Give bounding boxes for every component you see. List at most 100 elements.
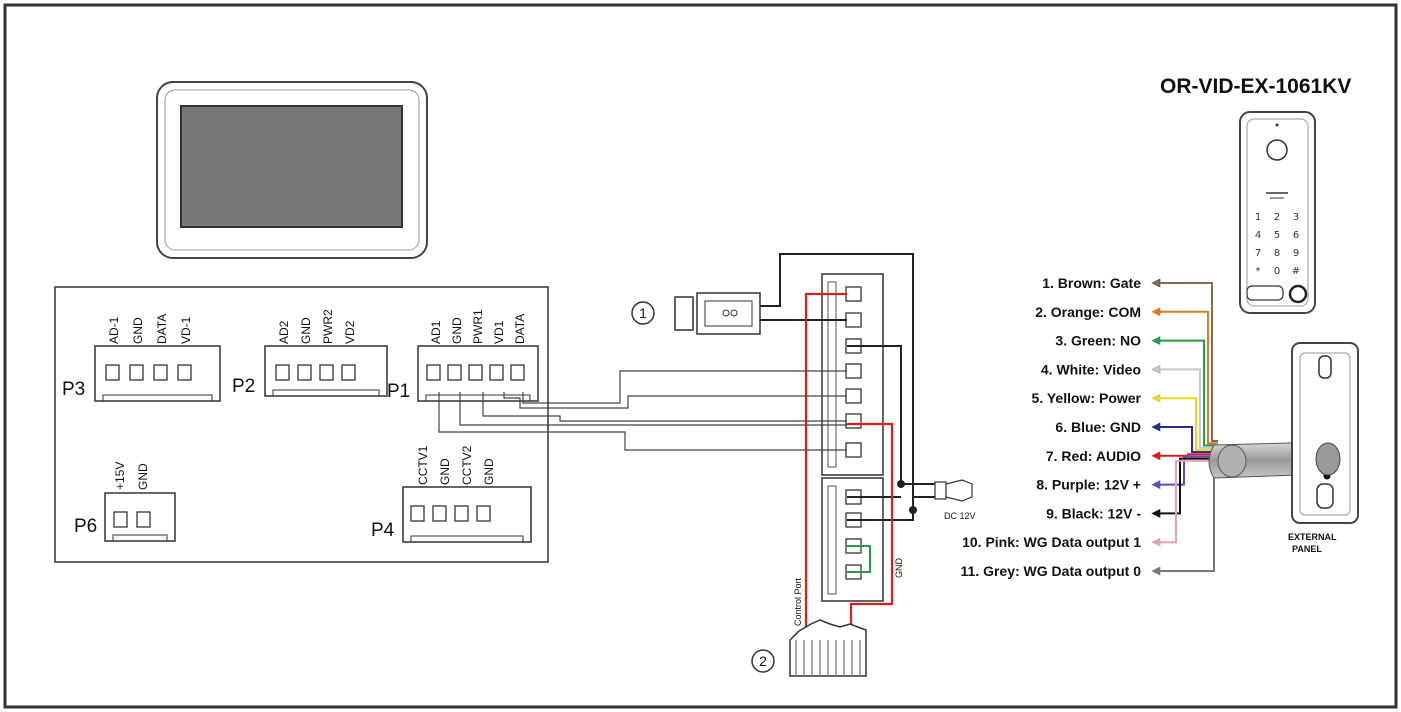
wire-label: 9. Black: 12V - xyxy=(1046,505,1141,521)
pin-socket xyxy=(177,364,192,381)
wire-8: 8. Purple: 12V + xyxy=(1036,455,1218,493)
pin-label: GND xyxy=(438,458,452,485)
control-port: 2 xyxy=(751,619,867,677)
wire-9: 9. Black: 12V - xyxy=(1046,457,1218,521)
pin-label: +15V xyxy=(113,462,127,490)
external-panel-side: EXTERNAL PANEL xyxy=(1288,342,1359,554)
wire-arrow xyxy=(1151,480,1161,490)
pin-socket xyxy=(489,364,504,381)
wire-4: 4. White: Video xyxy=(1041,361,1218,449)
wire-3: 3. Green: NO xyxy=(1055,333,1218,447)
wire-label: 1. Brown: Gate xyxy=(1042,275,1141,291)
wire-run xyxy=(1160,368,1218,449)
wire-run xyxy=(1160,462,1218,572)
pin-socket xyxy=(136,511,151,528)
control-marker-number: 2 xyxy=(759,653,767,669)
pin-label: PWR2 xyxy=(321,309,335,344)
wire-run xyxy=(1160,282,1218,442)
pin-socket xyxy=(447,364,462,381)
keypad-key: 0 xyxy=(1274,266,1280,277)
wire-label: 10. Pink: WG Data output 1 xyxy=(962,534,1141,550)
pin-socket xyxy=(113,511,128,528)
wire-run xyxy=(1160,453,1218,457)
wire-6: 6. Blue: GND xyxy=(1055,419,1218,453)
keypad-key: 6 xyxy=(1293,230,1299,241)
pin-socket xyxy=(476,505,491,522)
gnd-label: GND xyxy=(894,558,904,579)
pin-socket xyxy=(454,505,469,522)
keypad-key: 1 xyxy=(1255,212,1261,223)
wire-label: 11. Grey: WG Data output 0 xyxy=(961,563,1142,579)
pin-socket xyxy=(426,364,441,381)
keypad-key: # xyxy=(1292,266,1300,277)
pin-socket xyxy=(275,364,290,381)
pin-label: AD-1 xyxy=(107,316,121,344)
wire-arrow xyxy=(1151,451,1161,461)
camera-icon xyxy=(1266,139,1288,161)
wire-7: 7. Red: AUDIO xyxy=(1046,448,1218,464)
port-name: P1 xyxy=(387,381,410,402)
card-reader-slot xyxy=(1246,285,1284,301)
keypad-key: 7 xyxy=(1255,248,1261,259)
port-name: P3 xyxy=(62,379,85,400)
pin-socket xyxy=(297,364,312,381)
port-latch xyxy=(272,389,380,397)
keypad-key: * xyxy=(1256,266,1261,277)
model-title: OR-VID-EX-1061KV xyxy=(1160,75,1351,98)
pin-socket xyxy=(129,364,144,381)
pin-socket xyxy=(468,364,483,381)
wire-run xyxy=(1160,397,1218,451)
wire-5: 5. Yellow: Power xyxy=(1032,390,1218,451)
port-latch xyxy=(102,394,213,402)
pin-label: GND xyxy=(482,458,496,485)
pin-label: AD1 xyxy=(429,320,443,344)
dc-label: DC 12V xyxy=(944,511,976,521)
pin-socket xyxy=(432,505,447,522)
pin-label: PWR1 xyxy=(471,309,485,344)
wire-label: 3. Green: NO xyxy=(1055,333,1141,349)
port-name: P4 xyxy=(371,520,395,541)
red-wires xyxy=(804,292,894,632)
wire-label: 2. Orange: COM xyxy=(1035,304,1141,320)
pin-label: DATA xyxy=(155,314,169,344)
pin-socket xyxy=(153,364,168,381)
wire-10: 10. Pink: WG Data output 1 xyxy=(962,459,1218,550)
keypad-key: 3 xyxy=(1293,212,1299,223)
pin-socket xyxy=(319,364,334,381)
port-latch xyxy=(112,534,168,542)
pin-label: GND xyxy=(131,317,145,344)
block-pin xyxy=(845,363,862,379)
wire-run xyxy=(1160,310,1218,445)
monitor-screen xyxy=(180,105,403,228)
panel-label-line1: EXTERNAL xyxy=(1288,532,1337,542)
wire-label: 7. Red: AUDIO xyxy=(1046,448,1141,464)
wire-run xyxy=(1160,455,1218,486)
lock-marker: 1 xyxy=(631,301,655,325)
port-latch xyxy=(425,394,531,402)
wire-run xyxy=(1160,459,1218,544)
port-name: P6 xyxy=(74,516,97,537)
wire-run xyxy=(1160,426,1218,453)
panel-label-line2: PANEL xyxy=(1292,544,1322,554)
pin-label: GND xyxy=(136,463,150,490)
wire-label: 4. White: Video xyxy=(1041,361,1141,377)
wire-arrow xyxy=(1151,508,1161,518)
pin-label: VD1 xyxy=(492,320,506,344)
wire-run xyxy=(1160,339,1218,447)
pin-label: CCTV1 xyxy=(416,445,430,485)
pin-label: AD2 xyxy=(277,320,291,344)
pin-socket xyxy=(410,505,425,522)
keypad-key: 2 xyxy=(1274,212,1280,223)
green-loop xyxy=(847,545,871,573)
wire-arrow xyxy=(1151,393,1161,403)
indoor-monitor xyxy=(156,81,428,259)
block-pin xyxy=(845,286,862,302)
block-pin xyxy=(845,442,862,458)
pin-socket xyxy=(510,364,525,381)
pin-label: DATA xyxy=(513,314,527,344)
port-p6: P6 +15V GND xyxy=(74,462,176,542)
wire-arrow xyxy=(1151,364,1161,374)
